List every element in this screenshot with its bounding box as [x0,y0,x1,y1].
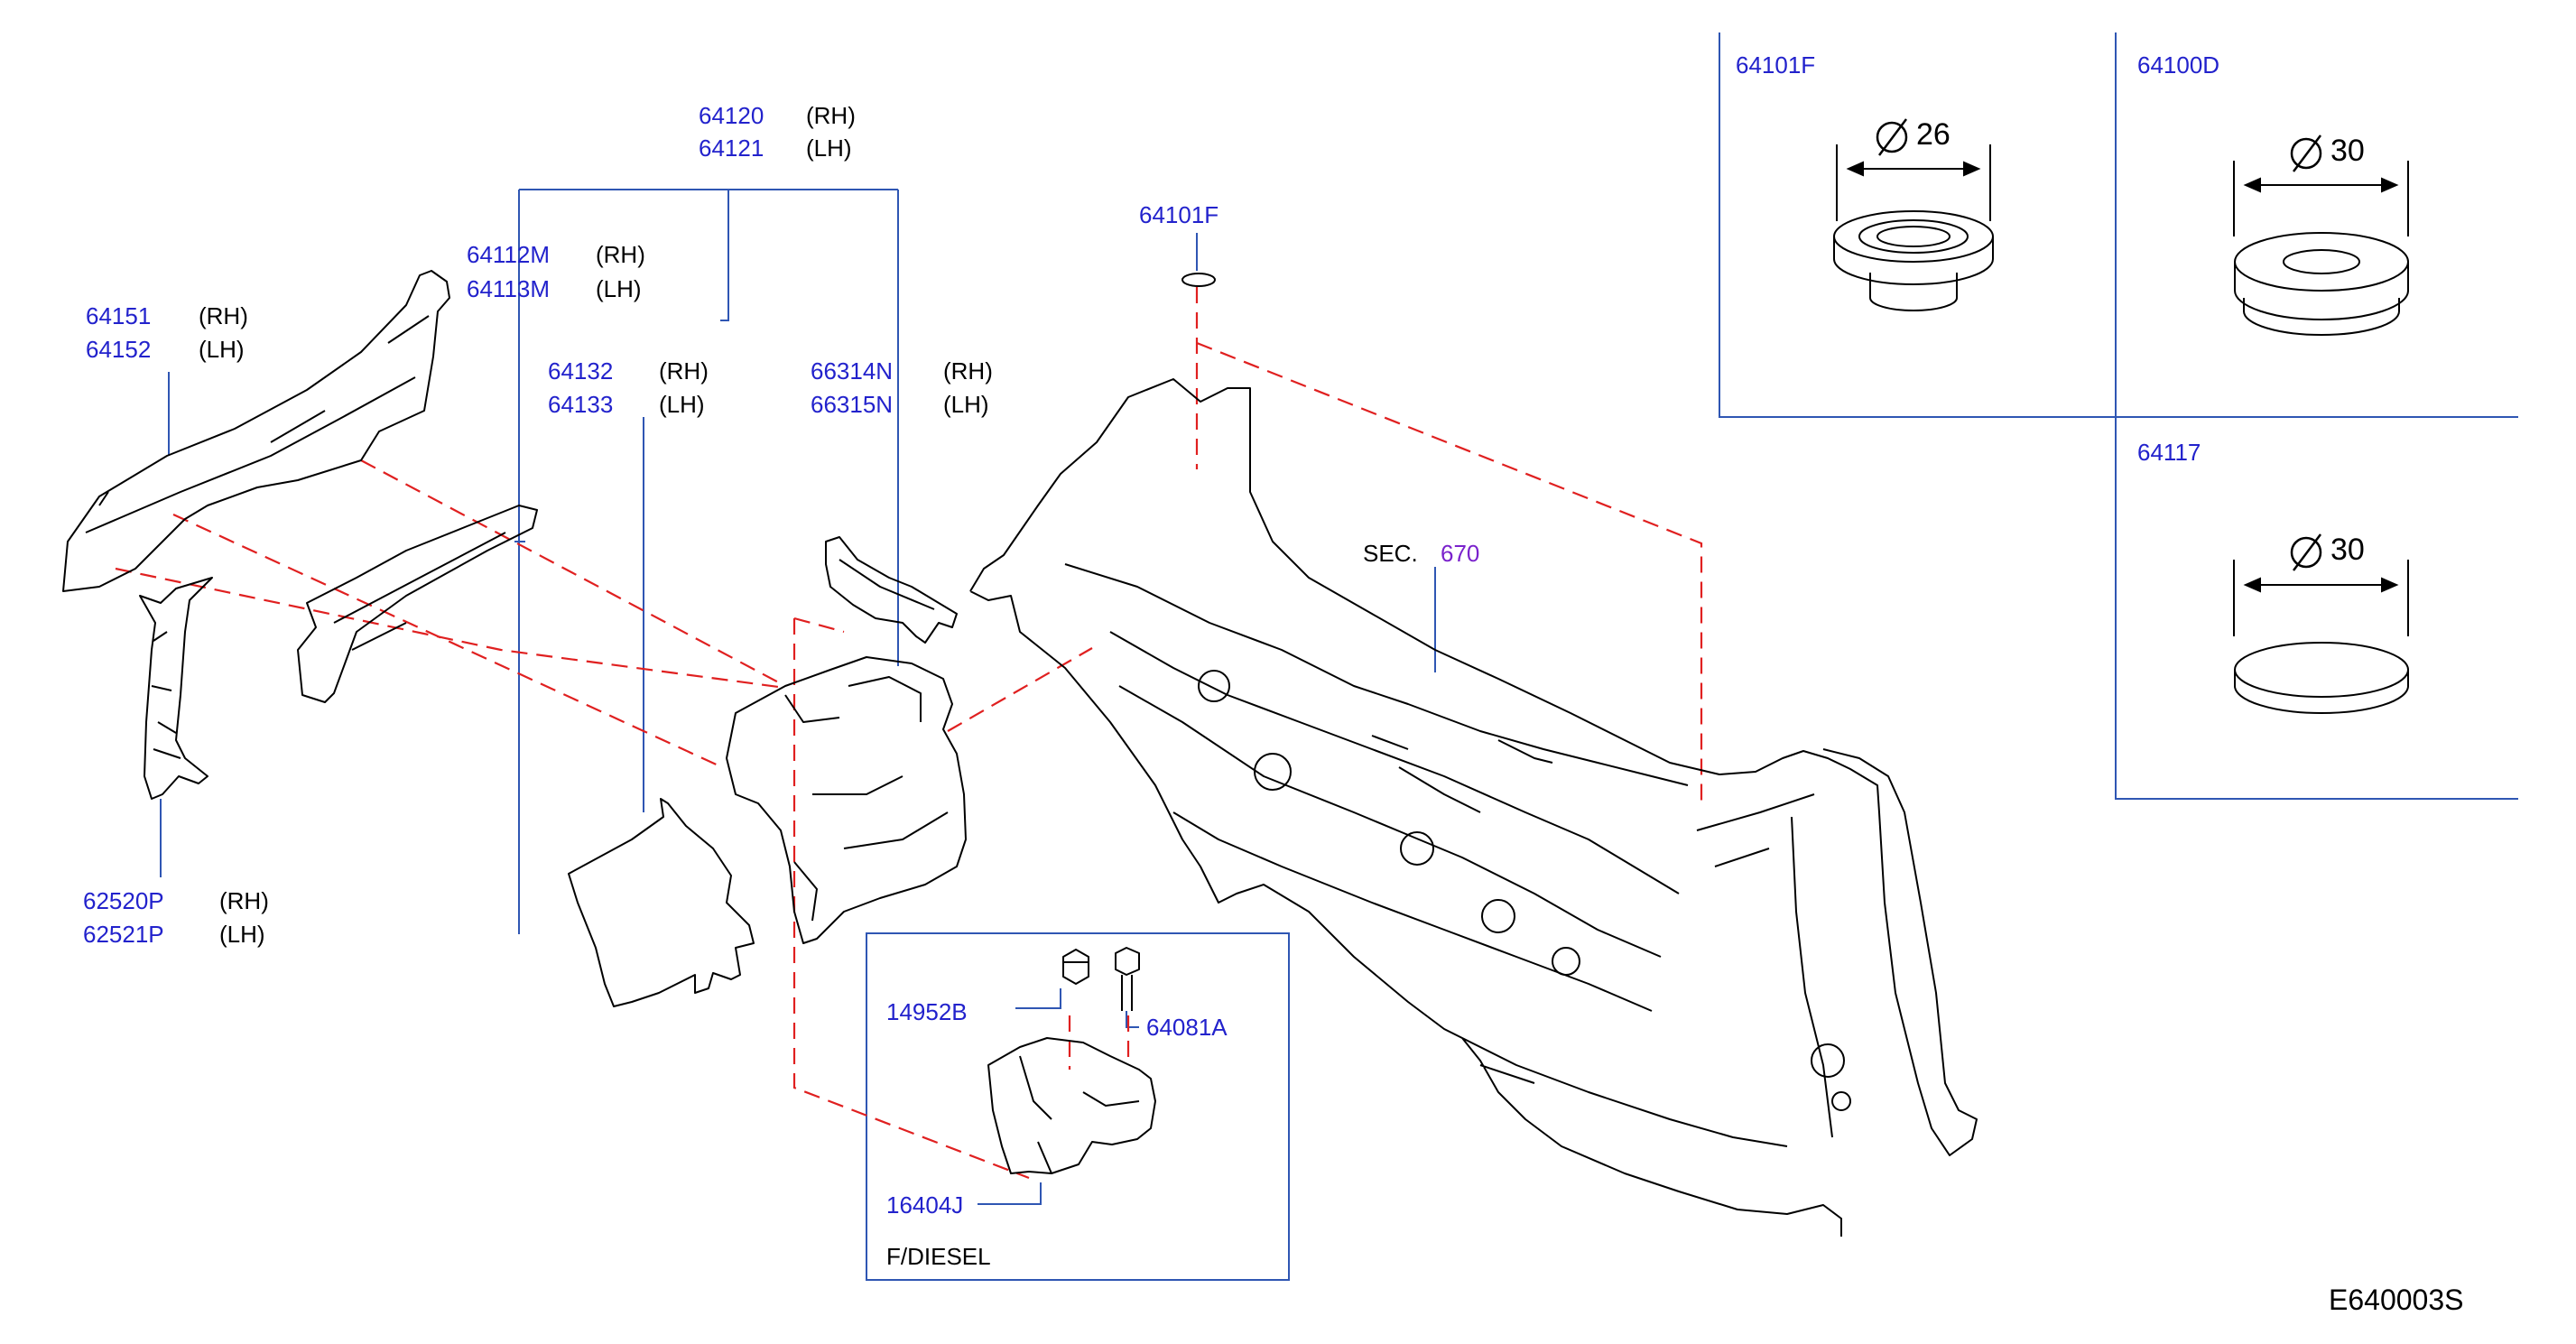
assembly-guide-lines [115,287,1703,1180]
dash-hole [1254,753,1292,791]
label-66315N: 66315N [811,391,894,418]
pillar-bracket [139,577,213,800]
wheel-house [726,656,967,944]
label-66315N-lh: (LH) [943,391,989,418]
inset-b-part: 64100D [2137,51,2220,79]
nut [1062,949,1089,985]
label-62520P-rh: (RH) [219,887,269,914]
diesel-bracket [987,1037,1156,1174]
label-64120-rh: (RH) [806,102,856,129]
dash-hole [1552,947,1580,976]
label-64133-lh: (LH) [659,391,705,418]
label-fdiesel: F/DIESEL [886,1243,991,1270]
bolt [1115,947,1140,1011]
dash-hole [1831,1091,1851,1111]
label-sec-670: 670 [1441,540,1480,567]
label-64121-lh: (LH) [806,134,852,162]
label-64120: 64120 [699,102,764,129]
leader-64081A [1126,1011,1139,1028]
leader-64120 [518,189,899,934]
inset-b-dimension: 30 [2330,134,2365,168]
diameter-symbols [1876,118,2322,571]
part-outlines [62,270,1978,1237]
label-64132: 64132 [548,357,614,385]
label-64121: 64121 [699,134,764,162]
leader-16404J [978,1182,1042,1205]
label-64113M-lh: (LH) [596,275,642,302]
grommet-small [1181,273,1216,287]
label-64101F: 64101F [1139,201,1219,228]
dash-hole [1400,831,1434,866]
label-64151-rh: (RH) [199,302,248,329]
label-64133: 64133 [548,391,614,418]
label-62521P: 62521P [83,921,164,948]
inset-c-part: 64117 [2137,439,2201,466]
hoodledge-panel [62,270,450,592]
label-64151: 64151 [86,302,152,329]
inset-a-part: 64101F [1736,51,1816,79]
dash-panel [969,378,1978,1237]
label-64152: 64152 [86,336,152,363]
reference-code: E640003S [2329,1284,2464,1316]
label-62520P: 62520P [83,887,164,914]
label-sec-prefix: SEC. [1363,540,1418,567]
label-14952B: 14952B [886,998,968,1025]
inner-fender [568,798,755,1007]
leader-64112M [514,289,525,542]
inset-divider-lines [1719,32,2518,800]
label-64113M: 64113M [467,275,551,302]
diesel-detail-box [866,932,1290,1281]
label-64152-lh: (LH) [199,336,245,363]
label-66314N: 66314N [811,357,894,385]
dash-hole [1811,1043,1845,1078]
dash-hole [1198,670,1230,702]
label-64112M-rh: (RH) [596,241,645,268]
inset-c-dimension: 30 [2330,533,2365,567]
label-62521P-lh: (LH) [219,921,265,948]
label-16404J: 16404J [886,1191,964,1219]
label-64081A: 64081A [1146,1014,1228,1041]
inset-a-dimension: 26 [1916,117,1951,152]
upper-member-panel [297,505,538,703]
label-64132-rh: (RH) [659,357,709,385]
leader-14952B [1015,988,1061,1009]
gusset-bracket [825,536,958,644]
label-66314N-rh: (RH) [943,357,993,385]
label-64112M: 64112M [467,241,551,268]
dash-hole [1481,899,1515,933]
inset-grommets [1833,144,2409,714]
